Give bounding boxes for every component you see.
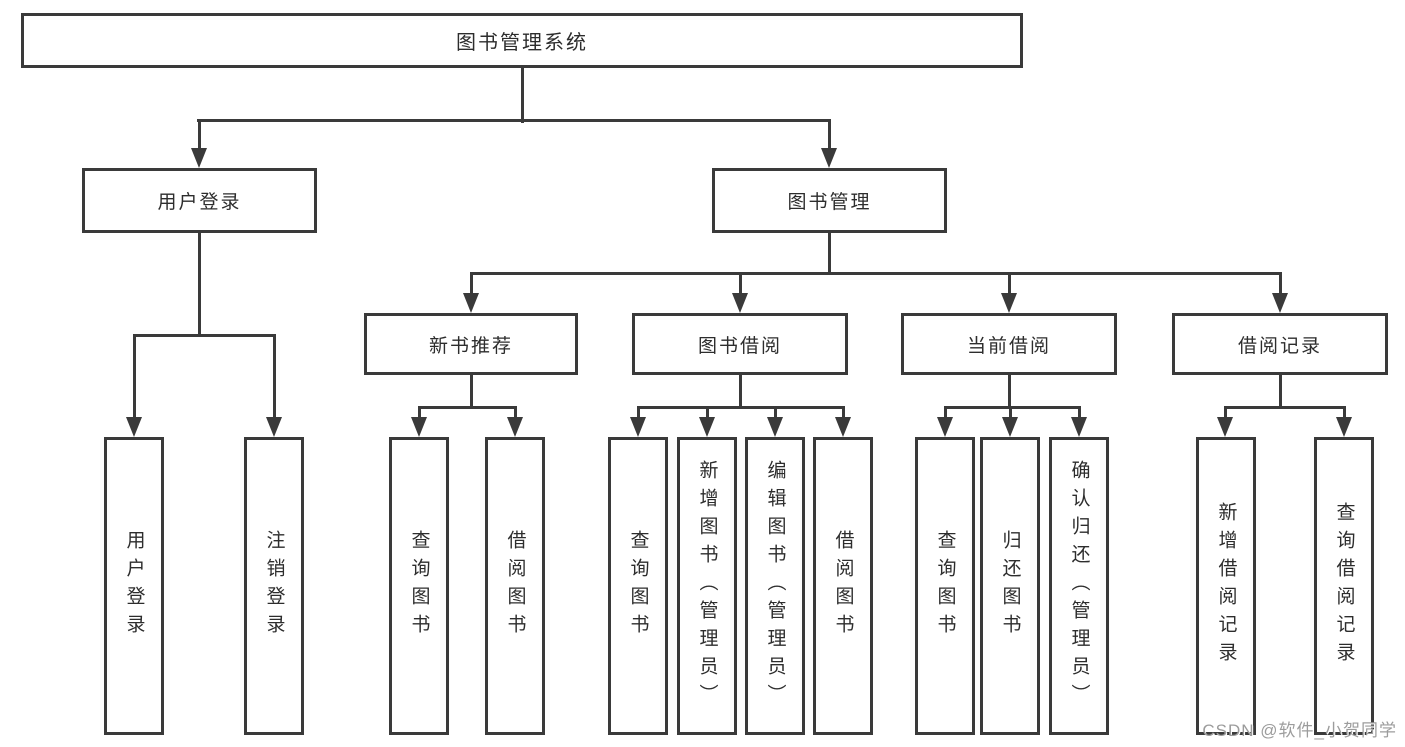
connector-book-borrow-stub: [739, 375, 742, 409]
leaf-user-login: 用户登录: [104, 437, 164, 735]
node-borrow-records: 借阅记录: [1172, 313, 1388, 375]
node-label: 借阅记录: [1237, 335, 1322, 357]
connector-current-borrow-bus: [944, 406, 1081, 409]
arrowhead-down: [1001, 293, 1017, 313]
leaf-confirm-return-admin: 确认归还（管理员）: [1049, 437, 1109, 735]
connector-drop-leaf: [706, 406, 709, 420]
leaf-newbook-borrow-books: 借阅图书: [485, 437, 545, 735]
arrowhead-down: [699, 417, 715, 437]
connector-current-borrow-stub: [1008, 375, 1011, 409]
connector-new-book-stub: [470, 375, 473, 409]
connector-drop-leaf: [774, 406, 777, 420]
arrowhead-down: [630, 417, 646, 437]
arrowhead-down: [767, 417, 783, 437]
leaf-current-query-books: 查询图书: [915, 437, 975, 735]
node-label: 用户登录: [157, 192, 242, 213]
leaf-label: 编辑图书（管理员）: [764, 460, 786, 712]
leaf-label: 查询图书: [627, 530, 649, 642]
leaf-add-books-admin: 新增图书（管理员）: [677, 437, 737, 735]
csdn-watermark: CSDN @软件_小贺同学: [1202, 721, 1397, 740]
connector-drop-user-login: [198, 119, 201, 151]
leaf-label: 查询图书: [408, 530, 430, 642]
leaf-label: 确认归还（管理员）: [1068, 460, 1090, 712]
connector-drop-leaf: [1343, 406, 1346, 420]
leaf-query-borrow-record: 查询借阅记录: [1314, 437, 1374, 735]
node-label: 新书推荐: [428, 335, 513, 357]
arrowhead-down: [732, 293, 748, 313]
connector-book-management-stub: [828, 233, 831, 275]
connector-level3-bus: [470, 272, 1282, 275]
arrowhead-down: [1336, 417, 1352, 437]
leaf-borrow-query-books: 查询图书: [608, 437, 668, 735]
connector-drop-leaf: [944, 406, 947, 420]
arrowhead-down: [835, 417, 851, 437]
connector-drop-leaf: [133, 334, 136, 420]
arrowhead-down: [1217, 417, 1233, 437]
leaf-return-books: 归还图书: [980, 437, 1040, 735]
leaf-label: 新增图书（管理员）: [696, 460, 718, 712]
connector-new-book-bus: [418, 406, 517, 409]
connector-user-login-stub: [198, 233, 201, 337]
node-book-borrow: 图书借阅: [632, 313, 848, 375]
leaf-label: 新增借阅记录: [1215, 502, 1237, 670]
connector-borrow-records-bus: [1224, 406, 1346, 409]
connector-level2-bus: [197, 119, 831, 122]
connector-drop-leaf: [1224, 406, 1227, 420]
connector-drop-new-book: [470, 272, 473, 296]
leaf-borrow-books: 借阅图书: [813, 437, 873, 735]
arrowhead-down: [1272, 293, 1288, 313]
node-book-management: 图书管理: [712, 168, 947, 233]
arrowhead-down: [191, 148, 207, 168]
arrowhead-down: [1071, 417, 1087, 437]
connector-user-login-bus: [133, 334, 276, 337]
node-user-login: 用户登录: [82, 168, 317, 233]
connector-drop-leaf: [273, 334, 276, 420]
leaf-newbook-query-books: 查询图书: [389, 437, 449, 735]
node-label: 图书借阅: [697, 335, 782, 357]
arrowhead-down: [821, 148, 837, 168]
connector-root-trunk: [521, 68, 524, 123]
leaf-label: 查询借阅记录: [1333, 502, 1355, 670]
connector-borrow-records-stub: [1279, 375, 1282, 409]
arrowhead-down: [463, 293, 479, 313]
connector-drop-book-management: [828, 119, 831, 151]
arrowhead-down: [126, 417, 142, 437]
node-current-borrow: 当前借阅: [901, 313, 1117, 375]
connector-drop-book-borrow: [739, 272, 742, 296]
connector-drop-leaf: [418, 406, 421, 420]
leaf-label: 注销登录: [263, 530, 285, 642]
leaf-label: 借阅图书: [832, 530, 854, 642]
connector-drop-borrow-records: [1279, 272, 1282, 296]
arrowhead-down: [507, 417, 523, 437]
leaf-add-borrow-record: 新增借阅记录: [1196, 437, 1256, 735]
leaf-label: 借阅图书: [504, 530, 526, 642]
leaf-label: 用户登录: [123, 530, 145, 642]
connector-drop-leaf: [1078, 406, 1081, 420]
leaf-logout: 注销登录: [244, 437, 304, 735]
node-library-management-system: 图书管理系统: [21, 13, 1023, 68]
connector-drop-leaf: [637, 406, 640, 420]
arrowhead-down: [411, 417, 427, 437]
leaf-label: 归还图书: [999, 530, 1021, 642]
node-label: 图书管理: [787, 192, 872, 213]
leaf-edit-books-admin: 编辑图书（管理员）: [745, 437, 805, 735]
leaf-label: 查询图书: [934, 530, 956, 642]
node-label: 图书管理系统: [456, 32, 588, 54]
connector-drop-current-borrow: [1008, 272, 1011, 296]
arrowhead-down: [937, 417, 953, 437]
connector-book-borrow-bus: [637, 406, 845, 409]
connector-drop-leaf: [514, 406, 517, 420]
node-new-book-recommend: 新书推荐: [364, 313, 578, 375]
connector-drop-leaf: [1009, 406, 1012, 420]
arrowhead-down: [266, 417, 282, 437]
arrowhead-down: [1002, 417, 1018, 437]
node-label: 当前借阅: [966, 335, 1051, 357]
connector-drop-leaf: [842, 406, 845, 420]
